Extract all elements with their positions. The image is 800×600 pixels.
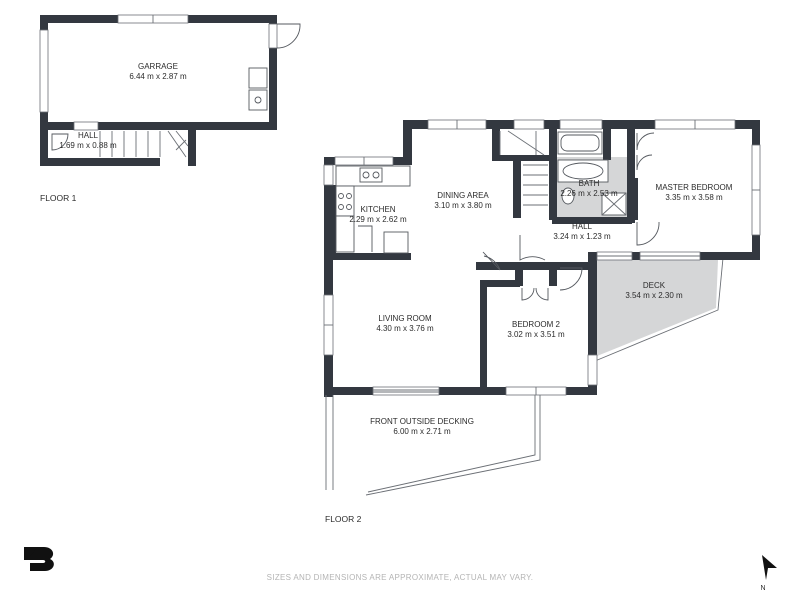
hall-floor1-dims: 1.69 m x 0.88 m — [59, 141, 117, 150]
bath-label: BATH — [579, 179, 600, 188]
deck-label: DECK — [643, 281, 666, 290]
hall-floor2-dims: 3.24 m x 1.23 m — [553, 232, 611, 241]
bath-dims: 2.26 m x 2.53 m — [560, 189, 618, 198]
floor-2-plan: KITCHEN 2.29 m x 2.62 m DINING AREA 3.10… — [323, 119, 761, 524]
living-room-dims: 4.30 m x 3.76 m — [376, 324, 434, 333]
north-arrow-icon: N — [760, 555, 777, 592]
floor-1-plan: GARRAGE 6.44 m x 2.87 m HALL 1.69 m x 0.… — [39, 14, 301, 203]
living-room-label: LIVING ROOM — [378, 314, 432, 323]
garage-dims: 6.44 m x 2.87 m — [129, 72, 187, 81]
bedroom-2-dims: 3.02 m x 3.51 m — [507, 330, 565, 339]
deck-dims: 3.54 m x 2.30 m — [625, 291, 683, 300]
dining-area-dims: 3.10 m x 3.80 m — [434, 201, 492, 210]
master-bedroom-label: MASTER BEDROOM — [656, 183, 733, 192]
dining-area-label: DINING AREA — [437, 191, 489, 200]
kitchen-dims: 2.29 m x 2.62 m — [349, 215, 407, 224]
front-decking-dims: 6.00 m x 2.71 m — [393, 427, 451, 436]
north-label: N — [760, 585, 765, 592]
garage-label: GARRAGE — [138, 62, 178, 71]
brand-logo-icon — [24, 547, 54, 571]
disclaimer-text: SIZES AND DIMENSIONS ARE APPROXIMATE, AC… — [267, 573, 534, 582]
master-bedroom-dims: 3.35 m x 3.58 m — [665, 193, 723, 202]
hall-floor2-label: HALL — [572, 222, 593, 231]
deck-area — [597, 260, 718, 356]
kitchen-label: KITCHEN — [360, 205, 395, 214]
front-decking-label: FRONT OUTSIDE DECKING — [370, 417, 474, 426]
hall-floor1-label: HALL — [78, 131, 99, 140]
floor-2-label: FLOOR 2 — [325, 514, 362, 524]
floor-1-label: FLOOR 1 — [40, 193, 77, 203]
bedroom-2-label: BEDROOM 2 — [512, 320, 561, 329]
